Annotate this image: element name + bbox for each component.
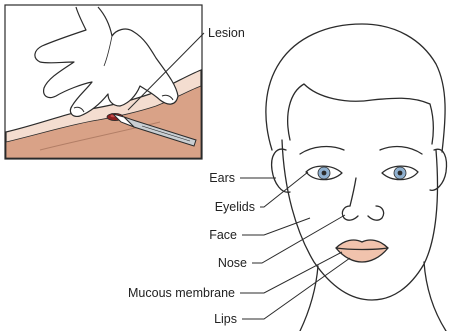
hair-outline — [266, 24, 445, 152]
label-mucous-membrane: Mucous membrane — [128, 286, 235, 300]
label-ears: Ears — [209, 171, 235, 185]
eyebrow-right — [380, 147, 422, 154]
leader-eyelids — [260, 172, 308, 207]
label-lips: Lips — [214, 312, 237, 326]
label-nose: Nose — [218, 256, 247, 270]
inset-panel — [5, 5, 202, 159]
nose-left-nostril — [342, 206, 358, 220]
pupil-left — [322, 171, 327, 176]
label-lesion: Lesion — [208, 26, 245, 40]
label-face: Face — [209, 228, 237, 242]
face-drawing — [266, 24, 447, 331]
lips-shape — [336, 240, 388, 262]
neck-left — [300, 266, 318, 331]
hairline — [288, 84, 434, 144]
ear-right — [430, 149, 447, 190]
leader-lips — [242, 258, 350, 319]
nose-right-nostril — [368, 206, 384, 220]
nose-bridge — [350, 178, 356, 206]
label-eyelids: Eyelids — [215, 200, 255, 214]
pupil-right — [398, 171, 403, 176]
neck-right — [424, 262, 446, 331]
eyebrow-left — [300, 147, 344, 154]
leader-mucous — [240, 252, 342, 293]
